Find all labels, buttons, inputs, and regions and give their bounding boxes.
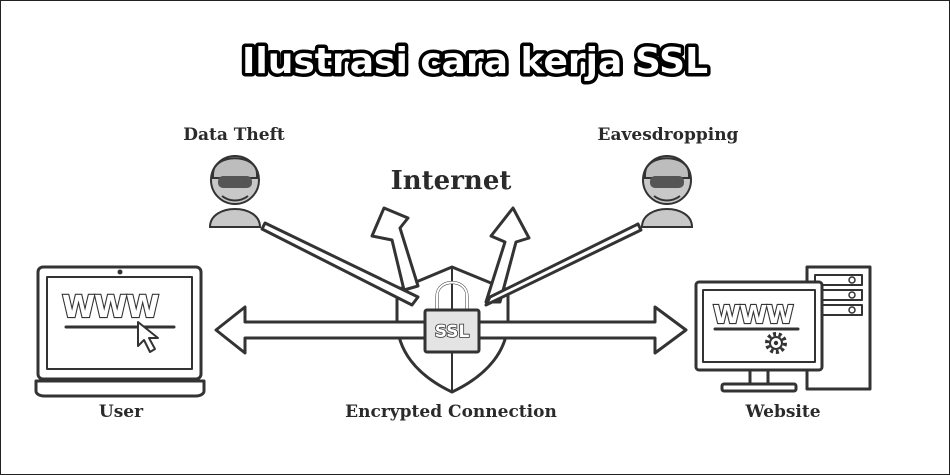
padlock-icon: SSL xyxy=(423,281,481,354)
internet-label: Internet xyxy=(391,166,512,196)
gear-icon xyxy=(765,332,787,354)
user-label: User xyxy=(99,402,144,422)
threat-lines xyxy=(260,221,643,307)
cursor-icon xyxy=(137,321,159,353)
user-screen-text: WWW xyxy=(62,290,159,325)
hacker-icon xyxy=(208,155,262,228)
hacker-icon xyxy=(640,155,694,228)
arrow-icon xyxy=(370,206,531,304)
encrypted-connection-label: Encrypted Connection xyxy=(345,402,557,422)
diagram-title: Ilustrasi cara kerja SSL xyxy=(242,41,708,82)
website-screen-text: WWW xyxy=(713,300,793,329)
website-label: Website xyxy=(744,402,820,422)
monitor-icon: WWW xyxy=(694,280,824,393)
lock-label: SSL xyxy=(435,322,470,342)
laptop-icon: WWW xyxy=(34,265,206,398)
data-theft-label: Data Theft xyxy=(183,125,285,145)
eavesdropping-label: Eavesdropping xyxy=(598,125,739,145)
